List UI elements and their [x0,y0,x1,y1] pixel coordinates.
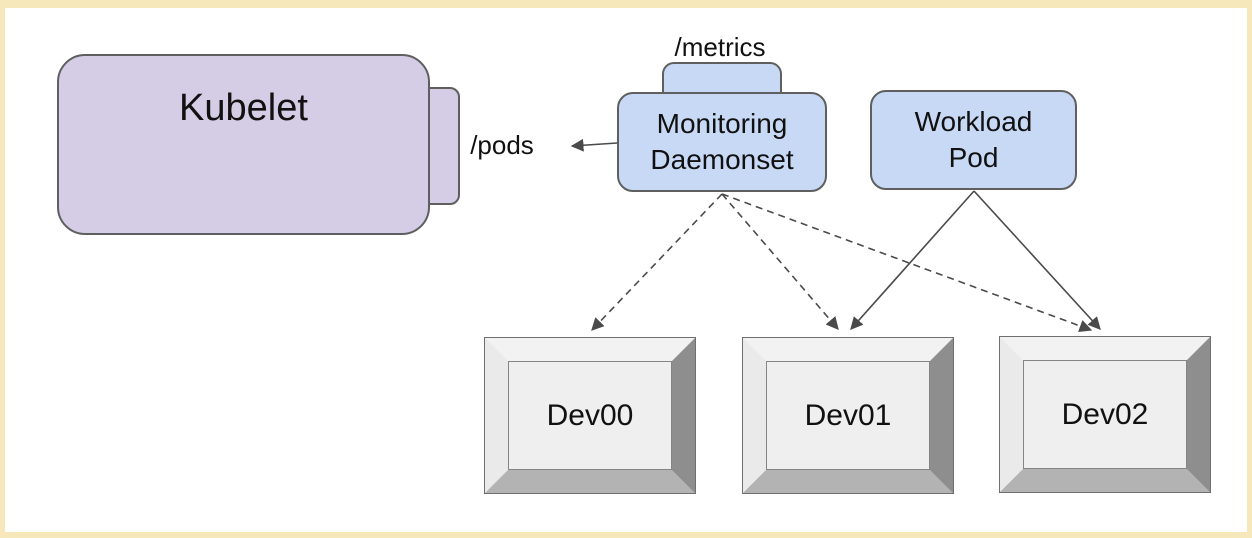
edge-monitoring-to-dev00 [591,193,723,331]
edge-monitoring-to-dev01 [721,193,839,330]
device-bevel [1000,337,1210,492]
edge-workload-to-dev01 [850,190,975,330]
device-label-dev01: Dev01 [804,398,892,432]
device-node-dev00: Dev00 [484,337,696,494]
edge-workload-to-dev02 [973,190,1101,330]
workload-pod-node: Workload Pod [870,90,1077,190]
device-node-dev02: Dev02 [999,336,1211,493]
edge-monitoring-to-pods-endpoint [570,138,618,152]
pods-endpoint-label: /pods [470,130,534,160]
device-node-dev01: Dev01 [742,337,954,494]
monitoring-daemonset-label-line1: Monitoring [656,108,788,139]
diagram-canvas: Kubelet /pods /metrics Monitoring Daemon… [5,8,1247,532]
device-bevel [485,338,695,493]
workload-pod-label-line1: Workload [914,106,1033,137]
device-bevel [743,338,953,493]
device-label-dev02: Dev02 [1061,397,1149,431]
edge-monitoring-to-dev02 [721,193,1093,333]
monitoring-daemonset-label-line2: Daemonset [650,144,794,175]
metrics-endpoint-label: /metrics [674,32,766,62]
kubelet-node: Kubelet [57,54,430,235]
monitoring-daemonset-node: Monitoring Daemonset [617,92,827,192]
kubelet-label: Kubelet [179,87,308,129]
device-label-dev00: Dev00 [546,398,634,432]
workload-pod-label-line2: Pod [948,142,999,173]
